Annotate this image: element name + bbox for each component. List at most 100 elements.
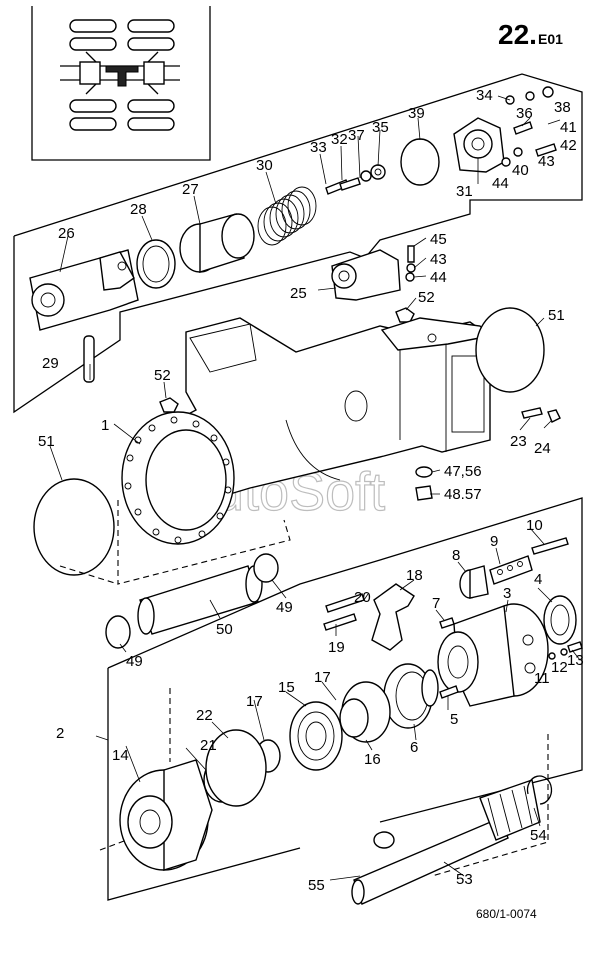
callout-16: 16 xyxy=(364,751,381,768)
callout-10: 10 xyxy=(526,517,543,534)
callout-50: 50 xyxy=(216,621,233,638)
leader-lines xyxy=(49,95,581,881)
part-52-lower-nut xyxy=(159,397,179,413)
part-49-bushing-right xyxy=(253,553,279,583)
callout-1: 1 xyxy=(101,417,109,434)
callout-17-left: 17 xyxy=(246,693,263,710)
parts-11-13-fasteners xyxy=(548,641,583,660)
callout-20: 20 xyxy=(354,589,371,606)
part-50-shaft xyxy=(137,565,263,635)
callout-26: 26 xyxy=(58,225,75,242)
callout-15: 15 xyxy=(278,679,295,696)
callout-9: 9 xyxy=(490,533,498,550)
part-30-spring xyxy=(257,186,317,246)
callout-4: 4 xyxy=(534,571,542,588)
parts-23-24-stud xyxy=(521,407,561,423)
callout-44-upper: 44 xyxy=(492,175,509,192)
callout-41: 41 xyxy=(560,119,577,136)
callout-13: 13 xyxy=(567,652,584,669)
callout-54: 54 xyxy=(530,827,547,844)
callout-5: 5 xyxy=(450,711,458,728)
part-7-pin xyxy=(439,617,455,629)
parts-35-37-washers xyxy=(360,164,386,182)
callout-42: 42 xyxy=(560,137,577,154)
part-15-bearing xyxy=(289,701,343,771)
dashed-group-lower xyxy=(99,688,549,877)
part-10-pin xyxy=(531,537,569,555)
callout-8: 8 xyxy=(452,547,460,564)
parts-47-48-plugs xyxy=(415,466,433,501)
callout-17-right: 17 xyxy=(314,669,331,686)
part-17-ring-right xyxy=(339,698,369,738)
vehicle-locator-inset xyxy=(31,6,211,161)
callout-30: 30 xyxy=(256,157,273,174)
callout-27: 27 xyxy=(182,181,199,198)
dashed-group-upper xyxy=(59,500,291,585)
part-39-oring xyxy=(400,138,440,186)
callout-2: 2 xyxy=(56,725,64,742)
part-18-shift-fork xyxy=(371,583,415,651)
callout-34: 34 xyxy=(476,87,493,104)
callout-31: 31 xyxy=(456,183,473,200)
callout-labels: 1 2 3 4 5 6 7 8 9 10 11 12 13 14 15 16 1… xyxy=(38,87,584,894)
part-51-oring-left xyxy=(33,478,115,576)
part-25-cylinder xyxy=(331,245,416,301)
callout-38: 38 xyxy=(554,99,571,116)
part-5-clip xyxy=(439,685,459,699)
callout-11: 11 xyxy=(534,670,550,687)
callout-21: 21 xyxy=(200,737,217,754)
part-54-circlip xyxy=(526,775,553,805)
callout-44-lower: 44 xyxy=(430,269,447,286)
callout-25: 25 xyxy=(290,285,307,302)
callout-52-upper: 52 xyxy=(418,289,435,306)
callout-53: 53 xyxy=(456,871,473,888)
callout-49-left: 49 xyxy=(126,653,143,670)
part-49-bushing-left xyxy=(105,615,131,649)
callout-51-left: 51 xyxy=(38,433,55,450)
callout-14: 14 xyxy=(112,747,129,764)
part-28-ring xyxy=(136,239,176,289)
part-55-ring xyxy=(373,831,395,849)
parts-34-44-fasteners xyxy=(501,86,557,167)
callout-36: 36 xyxy=(516,105,533,122)
part-29-pin xyxy=(83,335,95,383)
reference-code: 680/1-0074 xyxy=(476,907,537,921)
callout-33: 33 xyxy=(310,139,327,156)
callout-52-left: 52 xyxy=(154,367,171,384)
locator-wheels xyxy=(69,19,175,131)
callout-23: 23 xyxy=(510,433,527,450)
callout-28: 28 xyxy=(130,201,147,218)
callout-24: 24 xyxy=(534,440,551,457)
part-31-cover xyxy=(453,117,505,173)
part-6-coupling xyxy=(383,663,439,729)
upper-panel-outline xyxy=(13,73,583,414)
callout-3: 3 xyxy=(503,585,511,602)
callout-39: 39 xyxy=(408,105,425,122)
callout-48-57: 48.57 xyxy=(444,486,482,503)
part-52-upper-nut xyxy=(395,307,415,323)
part-14-hub xyxy=(119,759,213,871)
callout-19: 19 xyxy=(328,639,345,656)
part-27-sleeve xyxy=(179,213,255,273)
callout-49-right: 49 xyxy=(276,599,293,616)
parts-19-20-pins xyxy=(323,593,365,631)
callout-43-upper: 43 xyxy=(538,153,555,170)
part-1-flange xyxy=(121,411,235,545)
callout-55: 55 xyxy=(308,877,325,894)
part-26-housing xyxy=(29,249,139,331)
callout-45: 45 xyxy=(430,231,447,248)
callout-40: 40 xyxy=(512,162,529,179)
part-53-shaft xyxy=(351,779,541,905)
callout-51-right: 51 xyxy=(548,307,565,324)
part-22-oring xyxy=(205,729,267,807)
callout-29: 29 xyxy=(42,355,59,372)
part-9-bar xyxy=(489,555,533,585)
callout-43-lower: 43 xyxy=(430,251,447,268)
callout-22: 22 xyxy=(196,707,213,724)
part-51-oring-right xyxy=(475,307,545,393)
part-8-gear xyxy=(459,565,489,599)
callout-18: 18 xyxy=(406,567,423,584)
flange-bolt-holes xyxy=(124,416,232,544)
